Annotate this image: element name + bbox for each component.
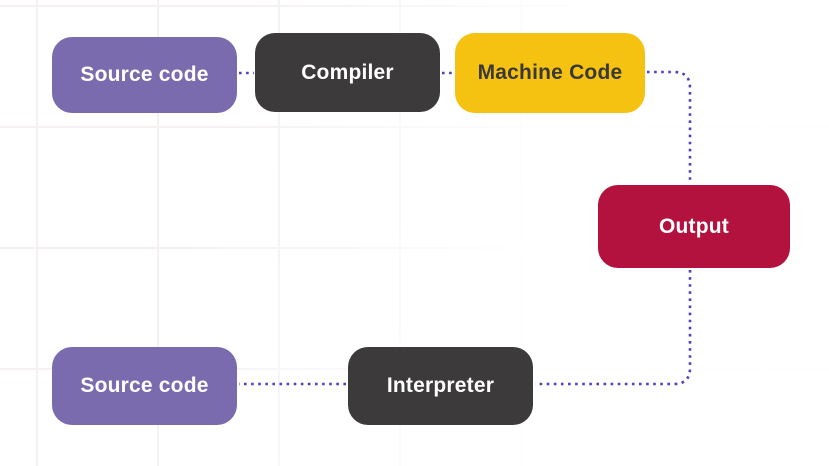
node-source-code-bottom: Source code [52,347,237,425]
node-machine-code: Machine Code [455,33,645,113]
node-compiler-label: Compiler [301,60,394,84]
node-source-code-top: Source code [52,37,237,113]
node-compiler: Compiler [255,33,440,112]
node-interpreter-label: Interpreter [386,374,495,397]
node-source-code-bottom-label: Source code [80,374,209,397]
node-output-label: Output [658,214,729,238]
connector-output-to-interpreter [535,270,692,386]
connector-machine-code-to-output [647,70,692,184]
node-machine-code-label: Machine Code [477,61,623,84]
node-source-code-top-label: Source code [80,63,209,86]
node-output: Output [598,185,790,268]
node-interpreter: Interpreter [348,347,533,425]
